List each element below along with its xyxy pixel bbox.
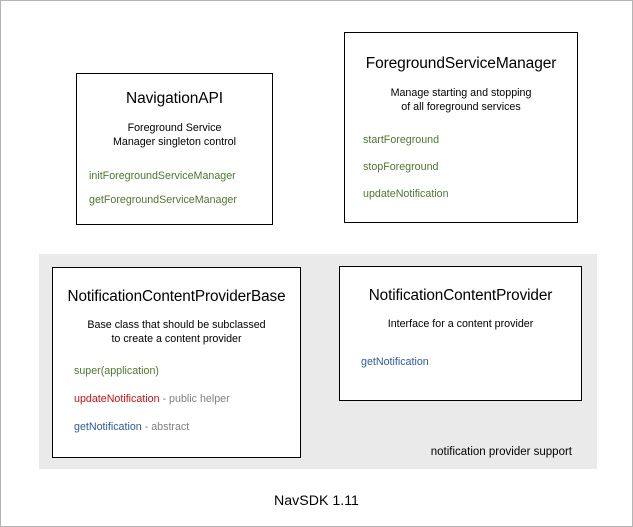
member-item: stopForeground <box>363 162 577 173</box>
member-list-navigation-api: initForegroundServiceManager getForegrou… <box>77 171 272 205</box>
member-name: super(application) <box>74 365 159 378</box>
class-box-navigation-api: NavigationAPI Foreground Service Manager… <box>76 73 273 225</box>
member-name: startForeground <box>363 134 440 147</box>
class-box-notification-content-provider: NotificationContentProvider Interface fo… <box>339 266 582 401</box>
group-caption-label: notification provider support <box>430 446 572 458</box>
class-description-line-1: Interface for a content provider <box>387 318 534 330</box>
class-box-notification-content-provider-base: NotificationContentProviderBase Base cla… <box>52 267 301 458</box>
member-name: initForegroundServiceManager <box>89 170 236 183</box>
member-item: updateNotification - public helper <box>74 394 300 405</box>
class-title-navigation-api: NavigationAPI <box>126 90 223 107</box>
footer-version-label: NavSDK 1.11 <box>274 493 359 509</box>
class-description-line-2: Manager singleton control <box>113 135 236 148</box>
class-description-line-1: Base class that should be subclassed <box>87 319 266 331</box>
class-title-notification-content-provider-base: NotificationContentProviderBase <box>67 288 286 305</box>
class-description-line-1: Foreground Service <box>127 122 222 134</box>
class-box-foreground-service-manager: ForegroundServiceManager Manage starting… <box>344 32 578 223</box>
member-item: initForegroundServiceManager <box>89 171 272 182</box>
class-title-foreground-service-manager: ForegroundServiceManager <box>365 55 557 72</box>
member-note: - public helper <box>159 393 230 406</box>
member-item: super(application) <box>74 366 300 377</box>
class-description-line-1: Manage starting and stopping <box>390 87 532 99</box>
member-list-notification-content-provider: getNotification <box>340 355 581 368</box>
class-title-notification-content-provider: NotificationContentProvider <box>368 287 553 304</box>
member-item: startForeground <box>363 135 577 146</box>
member-name: getForegroundServiceManager <box>89 194 237 207</box>
class-description-notification-content-provider-base: Base class that should be subclassed to … <box>53 319 300 346</box>
member-name: getNotification <box>74 420 142 433</box>
class-description-foreground-service-manager: Manage starting and stopping of all fore… <box>345 87 577 114</box>
class-description-notification-content-provider: Interface for a content provider <box>340 318 581 332</box>
member-name: updateNotification <box>74 393 160 406</box>
class-description-line-2: to create a content provider <box>111 332 242 345</box>
member-name: getNotification <box>361 355 429 368</box>
class-description-navigation-api: Foreground Service Manager singleton con… <box>77 122 272 149</box>
member-list-foreground-service-manager: startForeground stopForeground updateNot… <box>345 135 577 199</box>
member-item: updateNotification <box>363 187 577 200</box>
member-item: getNotification - abstract <box>74 420 300 433</box>
member-name: stopForeground <box>363 161 439 174</box>
member-note: - abstract <box>141 420 190 433</box>
class-description-line-2: of all foreground services <box>401 100 521 113</box>
member-item: getForegroundServiceManager <box>89 195 272 206</box>
member-name: updateNotification <box>363 187 449 200</box>
member-list-notification-content-provider-base: super(application) updateNotification - … <box>53 366 300 432</box>
member-item: getNotification <box>361 355 581 368</box>
